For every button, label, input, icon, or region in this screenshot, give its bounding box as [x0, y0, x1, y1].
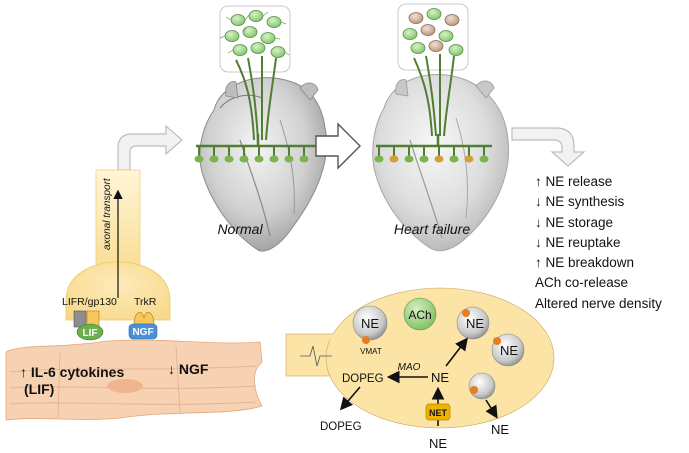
- effect-item: ↓ NE storage: [535, 214, 614, 230]
- ne-vesicle-right: NE: [491, 333, 525, 367]
- ach-vesicle: ACh: [403, 297, 437, 331]
- ne-vesicle-release: NE: [456, 306, 490, 340]
- effect-item: ↓ NE synthesis: [535, 194, 625, 210]
- effects-list: ↑ NE release ↓ NE synthesis ↓ NE storage…: [535, 172, 662, 314]
- ach-label: ACh: [408, 308, 431, 322]
- effect-item: ↑ NE release: [535, 174, 613, 189]
- effect-item: ↑ NE breakdown: [535, 255, 635, 271]
- normal-neuron-cluster: [219, 5, 291, 141]
- ngf-down-label: ↓ NGF: [168, 361, 209, 377]
- il6-label-line2: (LIF): [24, 381, 54, 397]
- net-transporter: NET: [425, 403, 451, 421]
- ne-out-right-label: NE: [491, 422, 509, 437]
- effect-item: ↓ NE reuptake: [535, 234, 621, 250]
- failure-heart-shape: [372, 74, 510, 252]
- transition-arrow: [315, 122, 361, 170]
- lifr-receptor: [73, 310, 100, 328]
- ne-vesicle-exocytosis: [468, 372, 496, 400]
- effect-item: ACh co-release: [535, 275, 629, 291]
- ne-vesicle-right-label: NE: [500, 343, 518, 358]
- normal-heart-shape: [199, 77, 328, 252]
- effects-arrow: [511, 127, 586, 167]
- axon-to-heart-arrow: [117, 124, 183, 171]
- failure-heart: [372, 74, 510, 252]
- ne-vesicle-label: NE: [361, 316, 379, 331]
- normal-heart: [199, 77, 328, 252]
- lif-ligand: LIF: [76, 323, 104, 341]
- lifr-label: LIFR/gp130: [62, 296, 117, 308]
- axonal-transport-label: axonal transport: [102, 177, 113, 250]
- effect-item: Altered nerve density: [535, 295, 662, 311]
- dopeg-outer-label: DOPEG: [320, 421, 362, 433]
- failure-neuron-cluster: [397, 3, 469, 137]
- lif-label: LIF: [83, 328, 98, 339]
- ne-center-label: NE: [431, 370, 449, 385]
- ngf-ligand-label: NGF: [132, 327, 153, 338]
- trkr-label: TrkR: [134, 296, 157, 308]
- il6-label-line1: ↑ IL-6 cytokines: [20, 364, 124, 380]
- trkr-receptor: [133, 312, 155, 325]
- failure-terminal-bar: [374, 134, 492, 163]
- dopeg-inner-label: DOPEG: [342, 373, 384, 385]
- exocytosis-arrow: [485, 399, 498, 419]
- ne-vesicle: NE: [352, 305, 388, 344]
- ne-out-bottom-label: NE: [429, 436, 447, 451]
- normal-terminal-bar: [194, 134, 318, 163]
- ne-vesicle-release-label: NE: [466, 316, 484, 331]
- ne-to-vesicle-arrow: [445, 337, 468, 367]
- mao-label: MAO: [398, 362, 421, 373]
- ngf-ligand: NGF: [128, 323, 158, 340]
- dopeg-exit-arrow: [339, 386, 361, 411]
- normal-label: Normal: [217, 221, 263, 237]
- net-label: NET: [429, 408, 448, 418]
- vmat-label: VMAT: [360, 347, 382, 356]
- cardiac-muscle: [5, 339, 263, 421]
- heart-failure-label: Heart failure: [394, 221, 470, 237]
